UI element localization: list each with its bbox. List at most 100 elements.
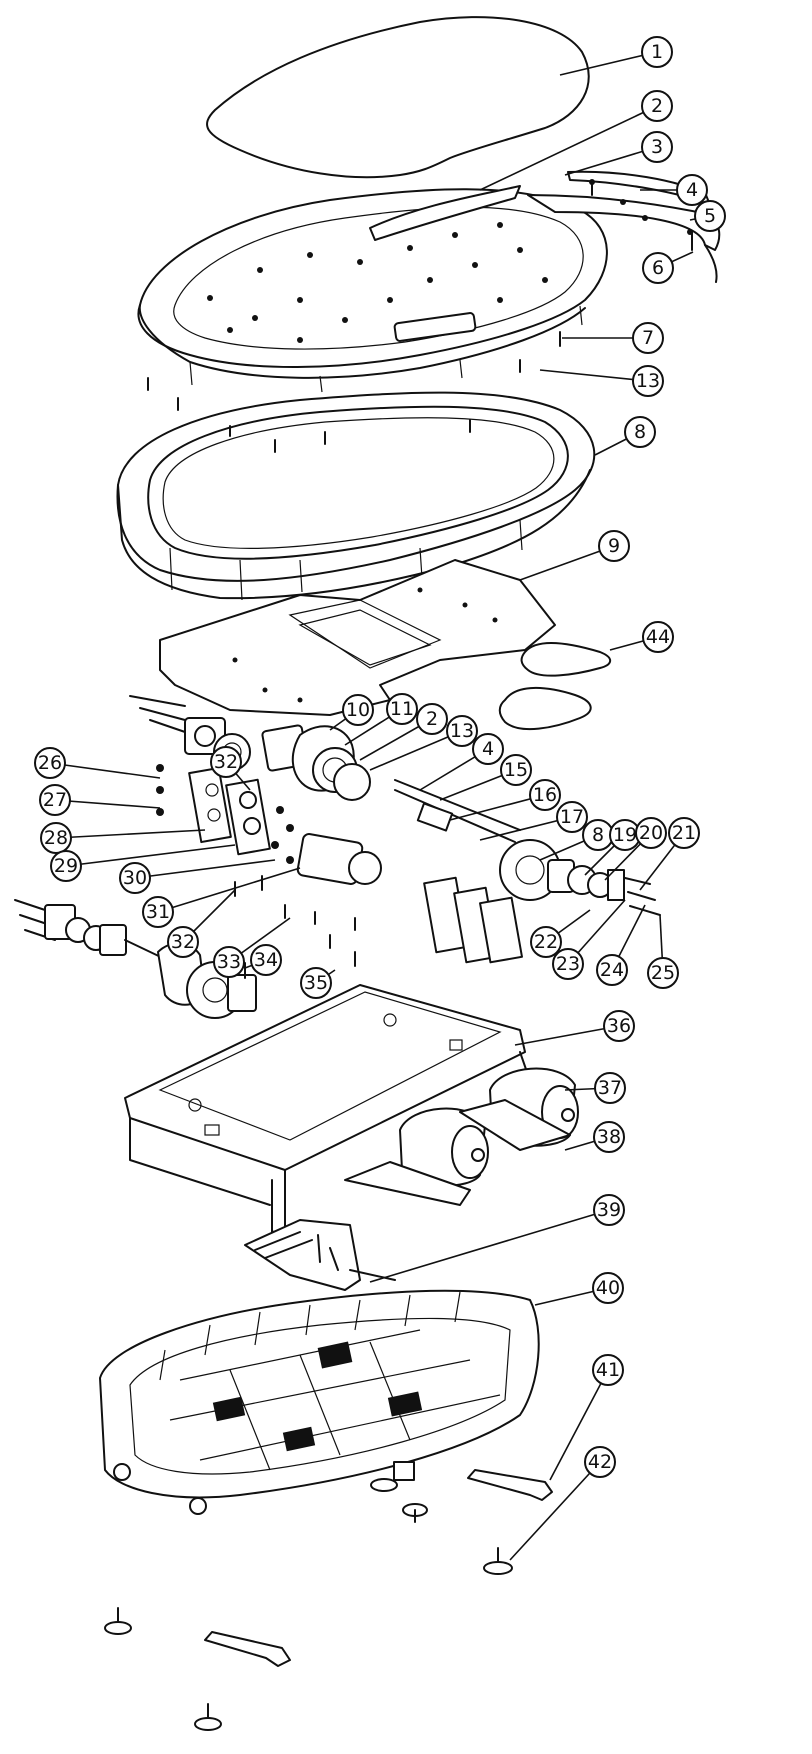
callout-circle: [593, 1194, 625, 1226]
callout-leader-line: [369, 730, 463, 771]
control-board: [244, 1219, 396, 1291]
callout-circle: [446, 715, 478, 747]
callout-30: 30: [119, 862, 151, 894]
callout-32: 32: [210, 746, 242, 778]
callout-number: 3: [651, 136, 663, 158]
callout-circle: [34, 747, 66, 779]
callout-circle: [552, 948, 584, 980]
callout-24: 24: [596, 954, 628, 986]
callout-8: 8: [624, 416, 656, 448]
perforated-top-mat: [206, 16, 590, 179]
callout-7: 7: [632, 322, 664, 354]
callout-circle: [603, 1010, 635, 1042]
top-lid: [137, 185, 608, 393]
callout-number: 28: [44, 827, 68, 849]
callout-13: 13: [632, 365, 664, 397]
callout-37: 37: [594, 1072, 626, 1104]
callout-circle: [647, 957, 679, 989]
callout-circle: [50, 850, 82, 882]
callout-leader-line: [369, 1209, 610, 1283]
callout-number: 38: [597, 1126, 621, 1148]
callout-number: 19: [613, 824, 637, 846]
callout-circle: [213, 946, 245, 978]
left-roller-assembly: [14, 899, 356, 1019]
callout-circle: [642, 621, 674, 653]
callout-leader-line: [514, 1025, 620, 1046]
callout-16: 16: [529, 779, 561, 811]
callout-circle: [530, 926, 562, 958]
callout-circle: [250, 944, 282, 976]
callout-8: 8: [582, 819, 614, 851]
callout-number: 26: [38, 752, 62, 774]
callout-10: 10: [342, 694, 374, 726]
callout-21: 21: [668, 817, 700, 849]
callout-circle: [342, 694, 374, 726]
side-trim-strip: [527, 170, 721, 283]
callout-number: 37: [598, 1077, 622, 1099]
callout-1: 1: [641, 36, 673, 68]
gasket-plate: [159, 559, 556, 716]
callout-number: 16: [533, 784, 557, 806]
callout-9: 9: [598, 530, 630, 562]
callout-circle: [642, 252, 674, 284]
callout-44: 44: [642, 621, 674, 653]
callout-23: 23: [552, 948, 584, 980]
callout-circle: [641, 90, 673, 122]
callout-27: 27: [39, 784, 71, 816]
callout-leader-line: [519, 545, 615, 581]
callout-number: 24: [600, 959, 624, 981]
callout-circle: [632, 365, 664, 397]
callout-15: 15: [500, 754, 532, 786]
housing-frame: [116, 391, 596, 601]
callout-leader-line: [509, 1461, 601, 1561]
callout-circle: [472, 733, 504, 765]
callout-number: 13: [636, 370, 660, 392]
callout-number: 6: [652, 257, 664, 279]
callout-circle: [500, 754, 532, 786]
callout-number: 8: [592, 824, 604, 846]
callout-circle: [624, 416, 656, 448]
callout-number: 29: [54, 855, 78, 877]
callout-32: 32: [167, 926, 199, 958]
callout-circle: [584, 1446, 616, 1478]
callout-number: 23: [556, 953, 580, 975]
callout-circle: [694, 200, 726, 232]
callout-28: 28: [40, 822, 72, 854]
callout-5: 5: [694, 200, 726, 232]
callout-38: 38: [593, 1121, 625, 1153]
callout-circle: [632, 322, 664, 354]
bottom-tray: [99, 1289, 540, 1523]
callout-36: 36: [603, 1010, 635, 1042]
callout-number: 30: [123, 867, 147, 889]
callout-leader-line: [49, 762, 161, 779]
callout-circle: [39, 784, 71, 816]
callout-circle: [300, 967, 332, 999]
callout-4: 4: [472, 733, 504, 765]
callout-number: 33: [217, 951, 241, 973]
callout-leader-line: [539, 369, 649, 382]
callout-circle: [592, 1354, 624, 1386]
callout-42: 42: [584, 1446, 616, 1478]
callout-number: 36: [607, 1015, 631, 1037]
callout-13: 13: [446, 715, 478, 747]
drive-assembly: [129, 695, 661, 964]
callout-number: 7: [642, 327, 654, 349]
callout-leader-line: [134, 859, 276, 879]
callout-number: 25: [651, 962, 675, 984]
callout-circle: [529, 779, 561, 811]
callout-22: 22: [530, 926, 562, 958]
callout-number: 1: [651, 41, 663, 63]
callout-number: 11: [390, 698, 414, 720]
callout-leader-line: [65, 844, 236, 867]
callout-circle: [592, 1272, 624, 1304]
callout-number: 34: [254, 949, 278, 971]
callout-leader-line: [549, 1369, 609, 1481]
callout-31: 31: [142, 896, 174, 928]
callout-circle: [641, 36, 673, 68]
callout-number: 20: [639, 822, 663, 844]
callout-25: 25: [647, 957, 679, 989]
callout-11: 11: [386, 693, 418, 725]
callout-number: 2: [426, 708, 438, 730]
